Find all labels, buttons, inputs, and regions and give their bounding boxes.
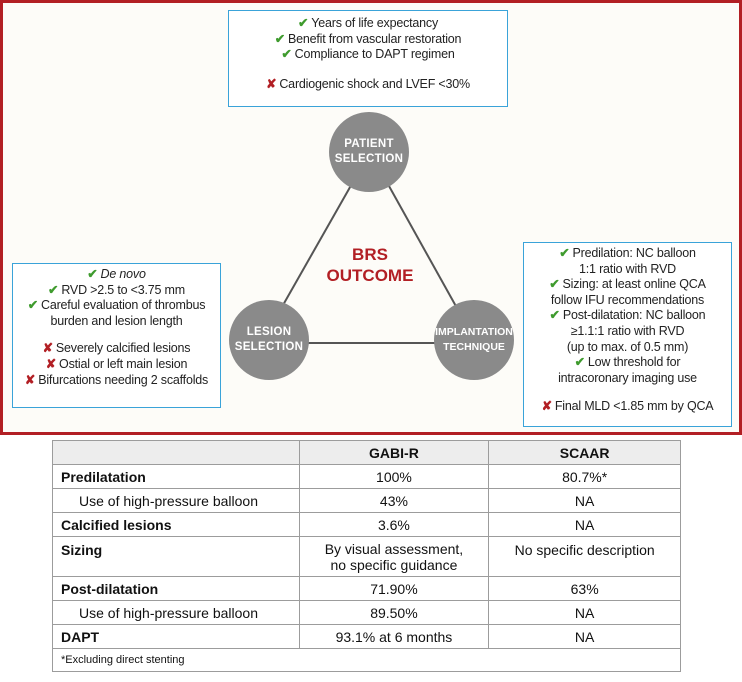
node-lesion-selection: LESION SELECTION	[229, 300, 309, 380]
check-icon: ✔	[297, 16, 309, 30]
table-row: Calcified lesions 3.6% NA	[52, 512, 681, 537]
lesion-criteria-box: ✔De novo ✔RVD >2.5 to <3.75 mm ✔Careful …	[12, 263, 221, 408]
node-patient-selection: PATIENT SELECTION	[329, 112, 409, 192]
check-icon: ✔	[574, 355, 585, 370]
cross-icon: ✘	[45, 356, 57, 371]
cross-icon: ✘	[24, 372, 36, 387]
table-footnote-row: *Excluding direct stenting	[52, 648, 681, 672]
patient-criteria-box: ✔Years of life expectancy ✔Benefit from …	[228, 10, 508, 107]
check-icon: ✔	[274, 31, 285, 46]
check-icon: ✔	[559, 246, 570, 260]
check-icon: ✔	[281, 47, 292, 62]
check-icon: ✔	[87, 267, 98, 281]
table-row: Sizing By visual assessment, no specific…	[52, 536, 681, 577]
table-row: Post-dilatation 71.90% 63%	[52, 576, 681, 601]
check-icon: ✔	[48, 282, 59, 297]
check-icon: ✔	[549, 277, 560, 292]
table-row: Use of high-pressure balloon 43% NA	[52, 488, 681, 513]
cross-icon: ✘	[266, 76, 277, 91]
comparison-table: GABI-R SCAAR Predilatation 100% 80.7%* U…	[52, 440, 681, 672]
cross-icon: ✘	[541, 399, 552, 414]
check-icon: ✔	[549, 308, 560, 323]
table-row: Predilatation 100% 80.7%*	[52, 464, 681, 489]
table-row: Use of high-pressure balloon 89.50% NA	[52, 600, 681, 625]
node-implantation-technique: IMPLANTATION TECHNIQUE	[434, 300, 514, 380]
table-row: DAPT 93.1% at 6 months NA	[52, 624, 681, 649]
check-icon: ✔	[27, 298, 39, 313]
table-header-row: GABI-R SCAAR	[52, 440, 681, 465]
center-label-brs-outcome: BRS OUTCOME	[326, 245, 414, 285]
technique-criteria-box: ✔Predilation: NC balloon 1:1 ratio with …	[523, 242, 732, 427]
cross-icon: ✘	[42, 341, 53, 356]
